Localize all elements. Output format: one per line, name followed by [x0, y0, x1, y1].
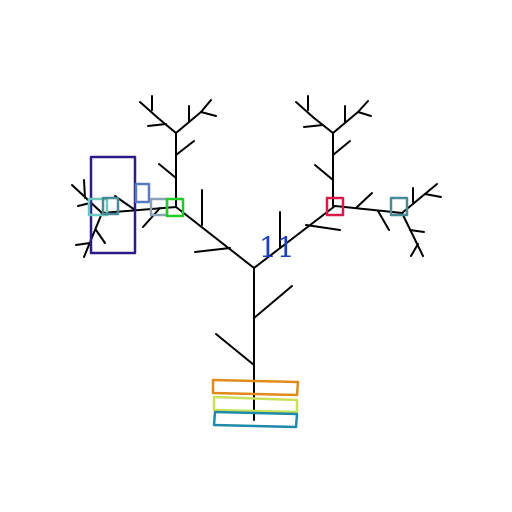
tree-branch	[377, 210, 390, 231]
tree-branch	[424, 193, 442, 198]
tree-branch	[355, 192, 373, 209]
tree-branch	[158, 163, 177, 179]
tree-branch	[303, 124, 324, 128]
tree-branch	[215, 333, 255, 366]
boxes	[87, 155, 409, 429]
lime-box	[212, 395, 299, 414]
tree-branch	[101, 206, 177, 214]
teal-box	[212, 410, 299, 429]
green-box	[165, 197, 185, 218]
panel-box	[89, 155, 137, 255]
steel-box	[134, 182, 151, 204]
tree-branch	[75, 242, 91, 246]
tree-branch	[95, 229, 106, 244]
tree-branch	[253, 285, 293, 319]
tree-branch	[357, 111, 372, 117]
tree-branch	[83, 179, 86, 199]
tree-branch	[71, 184, 103, 214]
tree-branch	[401, 212, 424, 257]
tree-branch	[194, 247, 231, 253]
tree-branch	[253, 205, 336, 269]
tree-branch	[305, 224, 341, 231]
slate-box	[101, 196, 120, 216]
tree-branch	[332, 140, 351, 156]
tree-branch	[357, 100, 369, 113]
tree-branch	[314, 164, 334, 181]
tree-label: 11	[259, 231, 295, 264]
tree-branch	[409, 229, 425, 233]
red-box	[325, 196, 345, 217]
tree-branch	[200, 111, 217, 117]
tree-branch	[410, 243, 419, 257]
tree-branch	[157, 117, 177, 134]
tree-branch	[83, 212, 103, 258]
tree-branch	[200, 99, 212, 113]
tree-branch	[147, 123, 167, 127]
orange-box	[211, 378, 300, 397]
tree-branch	[175, 140, 195, 156]
tree-branch	[295, 101, 315, 119]
tree-branch	[175, 206, 255, 269]
teal-right-box	[389, 196, 409, 217]
aqua-box	[87, 197, 109, 217]
tree-branch	[139, 101, 159, 119]
tree	[71, 95, 442, 421]
tree-branch	[142, 207, 161, 228]
